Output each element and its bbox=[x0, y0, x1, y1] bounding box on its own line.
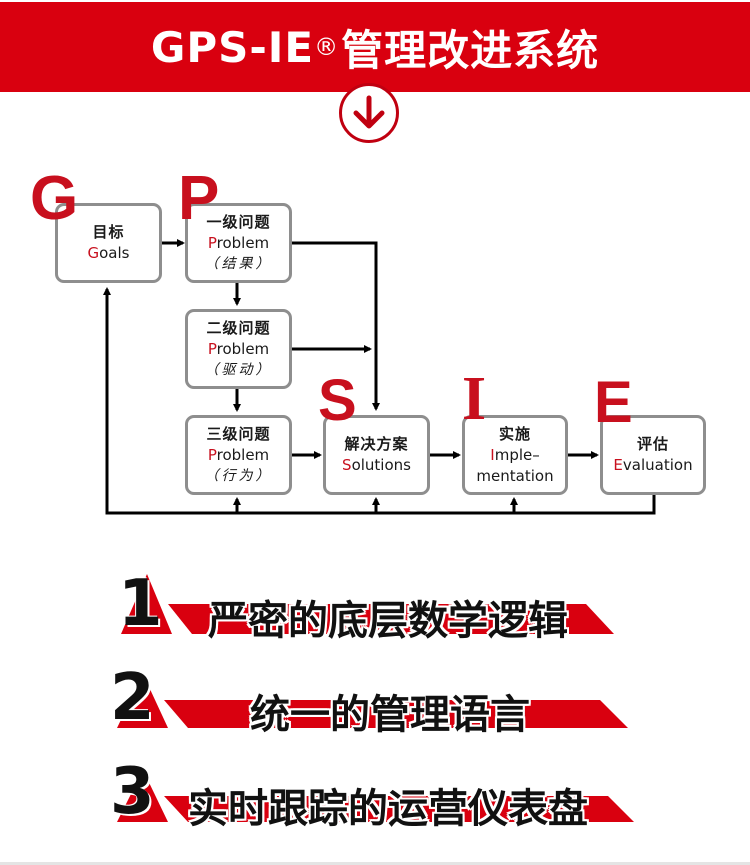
goals-box: 目标 Goals bbox=[55, 203, 162, 283]
header-band bbox=[0, 2, 750, 92]
letter-s: S bbox=[318, 368, 357, 433]
banner-text-2: 统一的管理语言 bbox=[250, 692, 530, 738]
title-suffix: 管理改进系统 bbox=[341, 25, 600, 75]
problem-level2-box: 二级问题 Problem （驱动） bbox=[185, 309, 292, 389]
letter-i: I bbox=[462, 365, 487, 433]
bottom-divider bbox=[0, 862, 750, 865]
evaluation-cn-label: 评估 bbox=[636, 435, 669, 453]
banner-text-3: 实时跟踪的运营仪表盘 bbox=[188, 786, 588, 832]
feature-banner-3: 3 实时跟踪的运营仪表盘 bbox=[0, 750, 750, 840]
implementation-box: 实施 Imple– mentation bbox=[462, 415, 568, 495]
feature-banner-1: 1 严密的底层数学逻辑 bbox=[0, 560, 750, 650]
banner-number-1: 1 bbox=[118, 567, 163, 641]
solutions-box: 解决方案 Solutions bbox=[323, 415, 430, 495]
title-prefix: GPS-IE bbox=[150, 22, 315, 72]
registered-mark: ® bbox=[314, 33, 340, 61]
implementation-cn-label: 实施 bbox=[498, 424, 531, 443]
evaluation-en-label: Evaluation bbox=[613, 456, 693, 474]
problem1-cn-label: 一级问题 bbox=[206, 212, 271, 231]
letter-p: P bbox=[178, 164, 220, 233]
problem1-en-label: Problem bbox=[207, 233, 270, 252]
problem-level3-box: 三级问题 Problem （行为） bbox=[185, 415, 292, 495]
banner-number-3: 3 bbox=[110, 755, 155, 829]
letter-g: G bbox=[30, 164, 79, 233]
problem3-sub-label: （行为） bbox=[204, 467, 273, 484]
problem3-cn-label: 三级问题 bbox=[206, 424, 271, 443]
problem2-cn-label: 二级问题 bbox=[206, 318, 271, 337]
banner-text-1: 严密的底层数学逻辑 bbox=[208, 598, 568, 644]
solutions-en-label: Solutions bbox=[342, 456, 411, 474]
problem2-en-label: Problem bbox=[207, 339, 270, 358]
implementation-en-label: Imple– bbox=[490, 445, 540, 464]
feature-banner-2: 2 统一的管理语言 bbox=[0, 660, 750, 750]
goals-cn-label: 目标 bbox=[92, 223, 125, 241]
problem1-sub-label: （结果） bbox=[204, 255, 273, 272]
implementation-en-label-line2: mentation bbox=[476, 466, 554, 485]
solutions-cn-label: 解决方案 bbox=[344, 435, 409, 453]
problem-level1-box: 一级问题 Problem （结果） bbox=[185, 203, 292, 283]
page-title: GPS-IE®管理改进系统 bbox=[0, 2, 750, 92]
arrow-down-circle-icon bbox=[339, 83, 399, 143]
banner-number-2: 2 bbox=[110, 661, 155, 735]
goals-en-label: Goals bbox=[87, 244, 130, 262]
letter-e: E bbox=[594, 370, 633, 435]
evaluation-box: 评估 Evaluation bbox=[600, 415, 706, 495]
problem2-sub-label: （驱动） bbox=[204, 361, 273, 378]
problem3-en-label: Problem bbox=[207, 445, 270, 464]
